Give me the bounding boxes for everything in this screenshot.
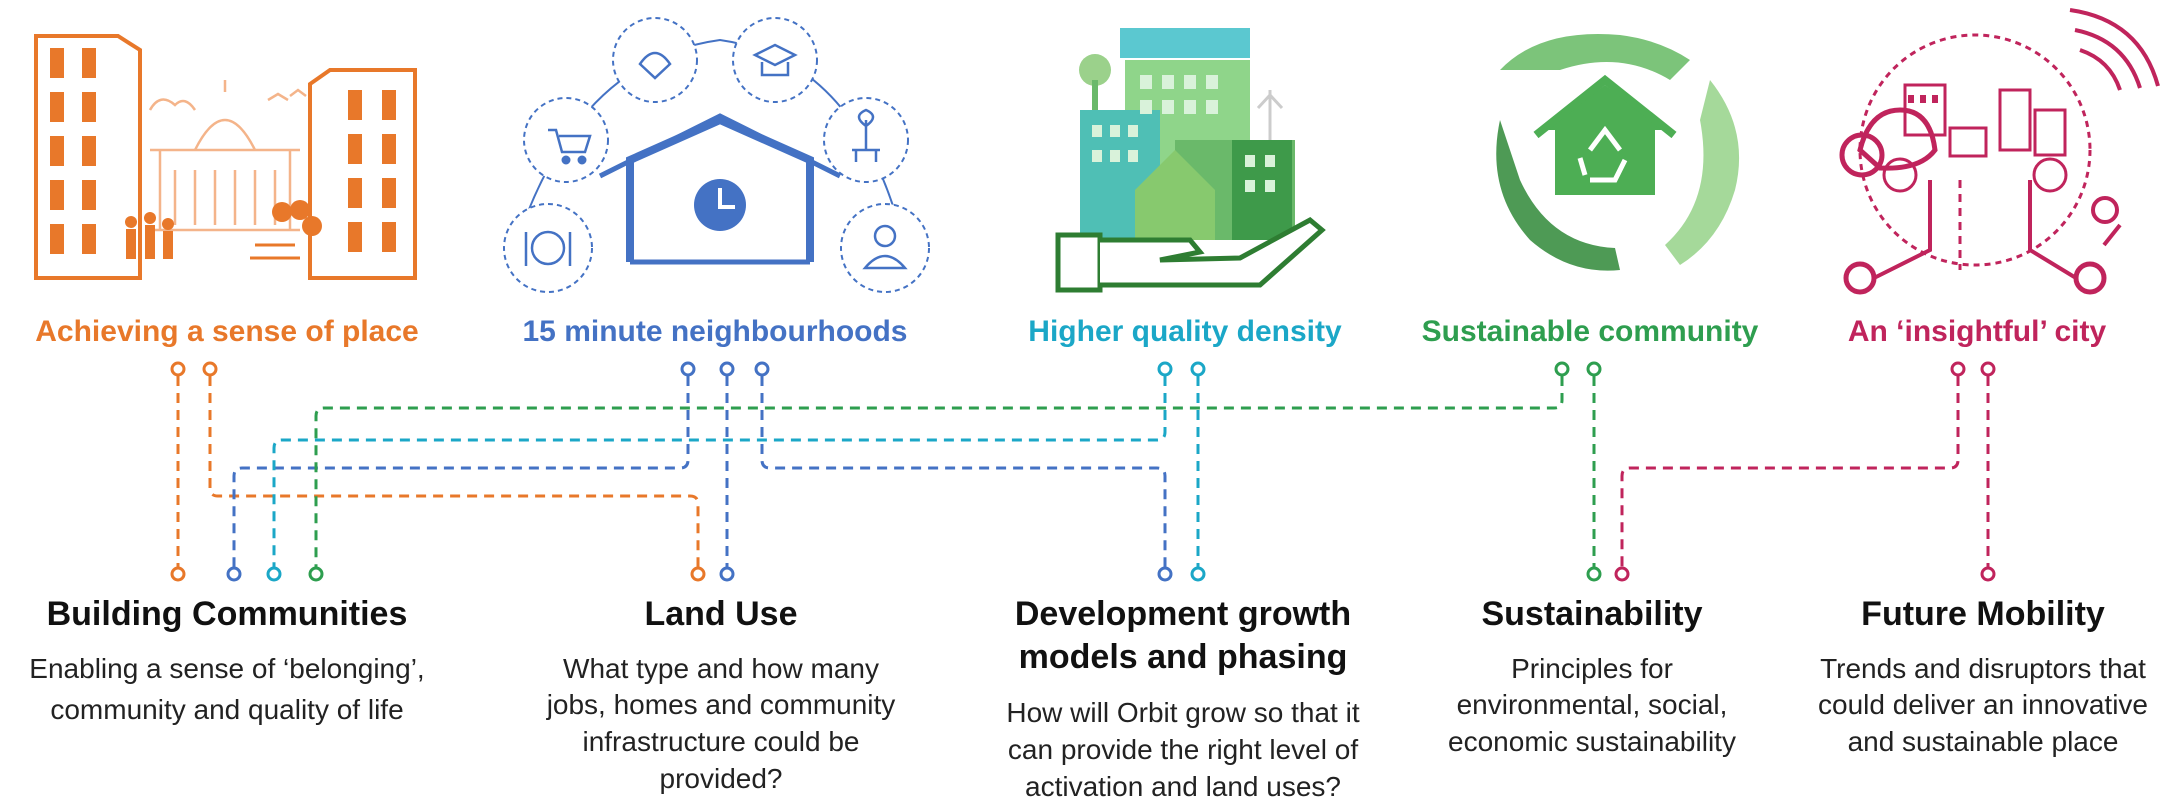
topic-title-future-mobility: Future Mobility	[1861, 595, 2105, 633]
topic-desc-future-mobility-line1: Trends and disruptors that	[1820, 653, 2146, 684]
recycle-house-hands-icon	[1496, 34, 1740, 271]
node-top	[719, 361, 735, 377]
connector-lines	[176, 376, 1990, 573]
node-top	[1586, 361, 1602, 377]
topic-title-building-communities: Building Communities	[47, 595, 408, 633]
node-bottom	[1190, 566, 1206, 582]
theme-label-sustainable-community: Sustainable community	[1422, 315, 1759, 348]
node-bottom	[1157, 566, 1173, 582]
topic-desc-future-mobility-line3: and sustainable place	[1848, 726, 2119, 757]
node-top	[1190, 361, 1206, 377]
topic-title-land-use: Land Use	[644, 595, 797, 633]
node-top	[754, 361, 770, 377]
link-15min-to-building-communities	[232, 376, 690, 573]
node-bottom	[719, 566, 735, 582]
topic-desc-land-use-line4: provided?	[660, 763, 783, 794]
link-insightful-to-sustainability	[1620, 376, 1960, 573]
link-15min-to-development-growth	[760, 376, 1167, 573]
node-top	[1980, 361, 1996, 377]
node-top	[170, 361, 186, 377]
node-top	[1554, 361, 1570, 377]
node-bottom	[170, 566, 186, 582]
node-top	[1950, 361, 1966, 377]
theme-label-higher-quality-density: Higher quality density	[1028, 315, 1342, 348]
node-bottom	[690, 566, 706, 582]
topic-desc-sustainability-line1: Principles for	[1511, 653, 1673, 684]
link-place-to-land-use	[208, 376, 700, 573]
node-bottom	[1980, 566, 1996, 582]
node-bottom	[266, 566, 282, 582]
topic-desc-sustainability-line3: economic sustainability	[1448, 726, 1736, 757]
theme-label-15-minute-neighbourhoods: 15 minute neighbourhoods	[522, 315, 907, 348]
topic-title-development-growth-line1: Development growth	[1015, 595, 1351, 633]
house-clock-services-icon	[503, 17, 930, 293]
node-bottom	[1586, 566, 1602, 582]
smart-city-icon	[1839, 8, 2160, 295]
node-bottom	[226, 566, 242, 582]
topic-desc-sustainability-line2: environmental, social,	[1457, 689, 1728, 720]
topic-desc-future-mobility-line2: could deliver an innovative	[1818, 689, 2148, 720]
topic-desc-development-growth-line3: activation and land uses?	[1025, 771, 1341, 802]
city-buildings-icon	[34, 34, 417, 280]
topic-title-development-growth-line2: models and phasing	[1019, 638, 1348, 676]
topic-nodes	[170, 566, 1996, 582]
topic-desc-building-communities-line1: Enabling a sense of ‘belonging’,	[29, 653, 424, 684]
theme-label-insightful-city: An ‘insightful’ city	[1848, 315, 2107, 348]
theme-label-sense-of-place: Achieving a sense of place	[35, 315, 418, 348]
node-top	[202, 361, 218, 377]
topic-title-sustainability: Sustainability	[1481, 595, 1702, 633]
link-density-to-building-communities	[272, 376, 1167, 573]
topic-desc-development-growth-line2: can provide the right level of	[1008, 734, 1358, 765]
topic-desc-building-communities-line2: community and quality of life	[50, 694, 403, 725]
topic-desc-land-use-line1: What type and how many	[563, 653, 879, 684]
node-bottom	[1614, 566, 1630, 582]
topic-desc-land-use-line2: jobs, homes and community	[546, 689, 896, 720]
node-top	[680, 361, 696, 377]
topic-desc-development-growth-line1: How will Orbit grow so that it	[1006, 697, 1359, 728]
hand-holding-buildings-icon	[1055, 28, 1326, 293]
node-bottom	[308, 566, 324, 582]
topic-desc-land-use-line3: infrastructure could be	[582, 726, 859, 757]
theme-nodes	[170, 361, 1996, 377]
link-sustainable-to-building-communities	[314, 376, 1564, 573]
node-top	[1157, 361, 1173, 377]
